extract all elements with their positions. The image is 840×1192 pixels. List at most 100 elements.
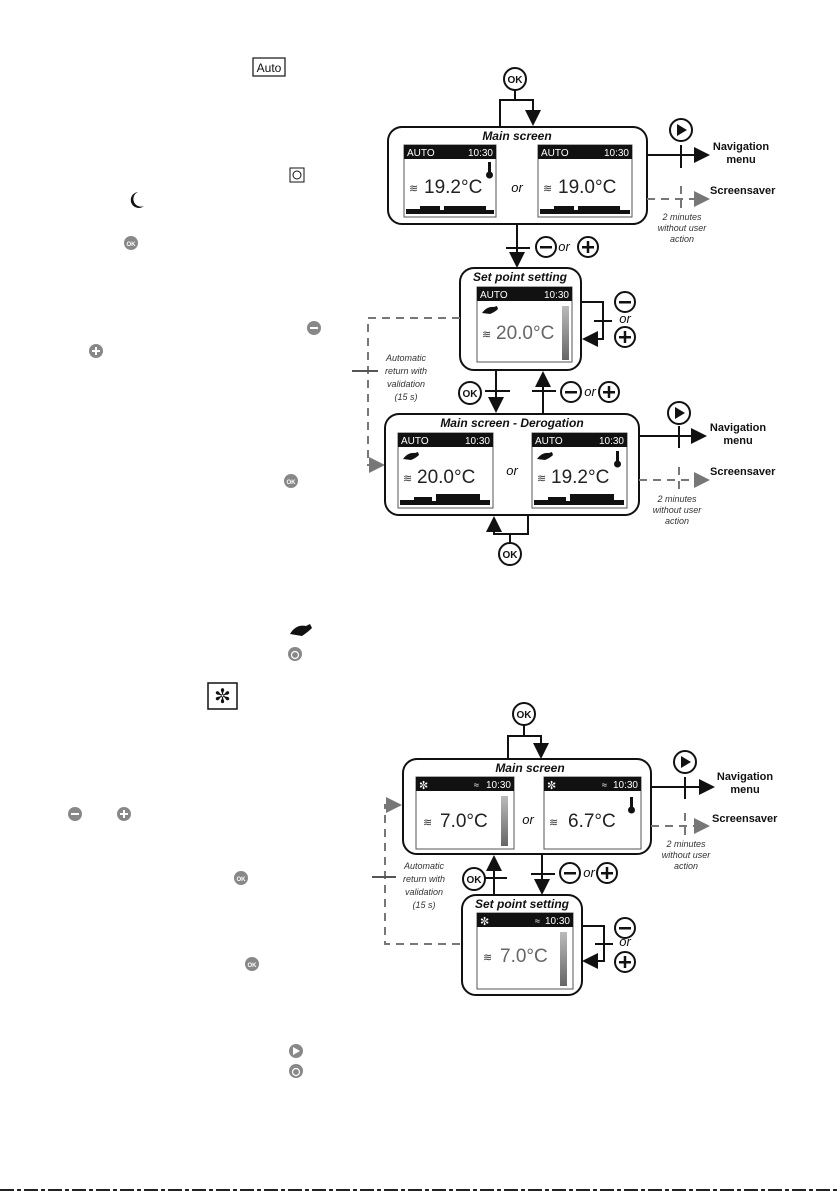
temperature-value: 20.0°C [496,323,554,344]
thermometer-icon [614,451,621,468]
setpoint-level-bar [562,306,569,360]
note-line: (15 s) [412,900,435,910]
lcd-panel-left: AUTO 10:30 ≋ 19.2°C [403,144,497,218]
hand-icon [403,452,419,460]
schedule-bar [540,206,630,214]
minus-button-icon [68,807,82,821]
minus-button [614,917,636,939]
ok-label: OK [463,389,479,400]
note-line: 2 minutes [656,494,697,504]
play-button [673,750,697,774]
screensaver-label: Screensaver [710,466,776,478]
minus-button [560,381,582,403]
or-label: or [522,812,534,827]
ok-label: OK [503,550,519,561]
note-line: 2 minutes [661,212,702,222]
hand-icon [290,624,312,636]
lcd-panel-right: AUTO 10:30 ≋ 19.0°C [537,144,633,218]
ok-button-top: OK [512,702,536,726]
ok-label: OK [467,875,483,886]
wifi-icon: ≈ [535,916,540,926]
ok-button-top: OK [503,67,527,91]
auto-key-label: Auto [257,61,282,75]
svg-text:OK: OK [237,877,247,883]
svg-text:OK: OK [248,963,258,969]
temperature-value: 19.2°C [424,177,482,198]
clock-label: 10:30 [468,148,493,159]
note-line: without user [653,505,703,515]
clock-label: 10:30 [599,436,624,447]
wifi-icon: ≈ [474,780,479,790]
svg-text:OK: OK [287,480,297,486]
plus-button [596,862,618,884]
lcd-panel-left: AUTO 10:30 ≋ 20.0°C [397,432,494,509]
mode-label: AUTO [535,436,563,447]
navigation-label-1: Navigation [710,422,767,434]
heat-waves-icon: ≋ [482,329,491,341]
lcd-panel-right: AUTO 10:30 ≋ 19.2°C [531,432,628,509]
minus-button-icon [307,321,321,335]
minus-button [559,862,581,884]
clock-label: 10:30 [486,780,511,791]
or-label: or [558,239,570,254]
mode-label: AUTO [541,148,569,159]
lcd-panel-setpoint: ✼ ≈ 10:30 ≋ 7.0°C [476,912,574,990]
screensaver-label: Screensaver [712,813,778,825]
power-button-icon [288,647,302,661]
or-label: or [619,311,631,326]
ok-button-icon: OK [234,871,248,885]
temperature-value: 19.2°C [551,467,609,488]
minus-button [614,291,636,313]
plus-button [577,236,599,258]
lcd-panel-left: ✼ ≈ 10:30 ≋ 7.0°C [415,776,515,850]
temperature-value: 19.0°C [558,177,616,198]
clock-label: 10:30 [545,916,570,927]
comfort-sun-icon [289,167,305,183]
ok-button-icon: OK [284,474,298,488]
note-line: validation [405,887,443,897]
thermometer-icon [486,162,493,179]
heat-waves-icon: ≋ [403,473,412,485]
or-label: or [511,180,523,195]
svg-text:OK: OK [127,242,137,248]
snowflake-icon: ✼ [547,780,556,792]
svg-text:✼: ✼ [214,686,231,708]
ok-button-bottom: OK [498,542,522,566]
or-label: or [619,934,631,949]
wifi-icon: ≈ [602,780,607,790]
lcd-panel-right: ✼ ≈ 10:30 ≋ 6.7°C [543,776,642,850]
schedule-bar [400,494,490,505]
play-button [669,118,693,142]
navigation-label-2: menu [726,154,755,166]
note-line: action [674,861,698,871]
heat-waves-icon: ≋ [409,183,418,195]
ok-label: OK [508,75,524,86]
note-line: without user [662,850,712,860]
mode-label: AUTO [401,436,429,447]
setpoint-title: Set point setting [473,270,568,284]
auto-key-icon: Auto [252,57,286,77]
heat-waves-icon: ≋ [483,952,492,964]
derogation-title: Main screen - Derogation [440,416,583,430]
navigation-label-2: menu [730,784,759,796]
snowflake-icon: ✼ [419,780,428,792]
temperature-value: 7.0°C [500,946,548,967]
temperature-value: 7.0°C [440,811,488,832]
note-line: 2 minutes [665,839,706,849]
setpoint-level-bar [560,932,567,986]
note-line: (15 s) [394,392,417,402]
moon-icon [130,192,144,208]
note-line: return with [385,366,427,376]
navigation-label-1: Navigation [717,771,774,783]
plus-button [614,951,636,973]
screensaver-label: Screensaver [710,185,776,197]
clock-label: 10:30 [604,148,629,159]
play-button-icon [289,1044,303,1058]
setpoint-level-bar [501,796,508,846]
plus-button-icon [117,807,131,821]
note-line: without user [658,223,708,233]
plus-button-icon [89,344,103,358]
schedule-bar [534,494,624,505]
diagram-1-auto-mode: OK Main screen AUTO 10:30 ≋ 19.2°C or AU… [352,67,776,566]
